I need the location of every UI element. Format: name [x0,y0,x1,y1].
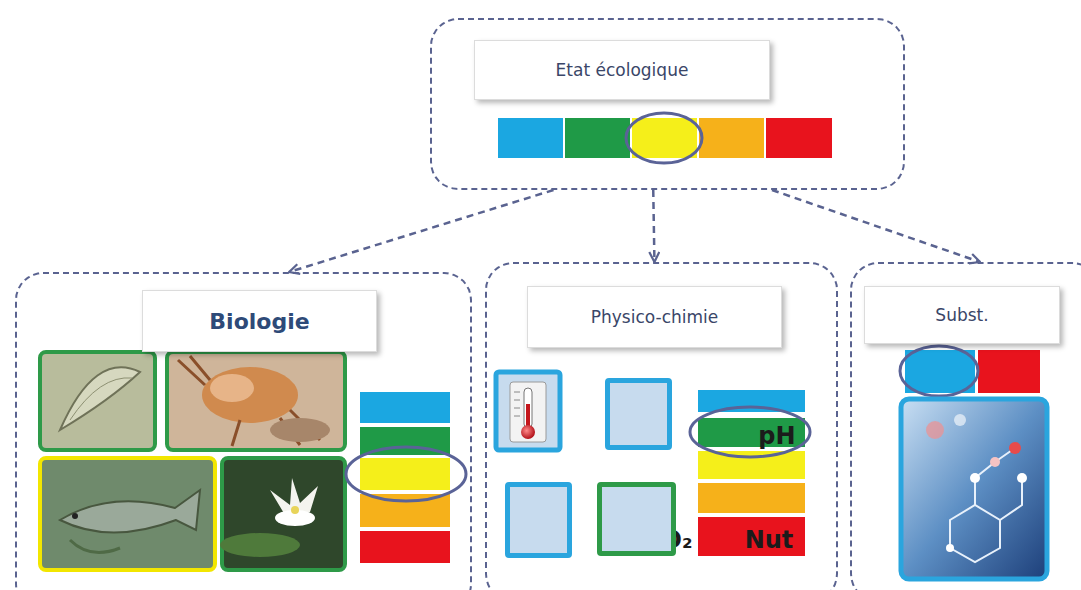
molecule-picture-part [990,457,1000,467]
status-color-bar [498,113,832,163]
physico-color-bar-part [698,451,805,479]
crustacean-photo-part [210,374,254,402]
thermometer-icon-part [510,382,546,442]
group-title: Biologie [142,290,377,352]
diatom-photo-part [70,378,132,420]
parameter-box: pH [605,378,672,450]
physico-color-bar-part [698,390,805,412]
status-color-bar-part [699,118,764,158]
parameter-label: pH [650,405,905,467]
fish-photo-part [60,490,200,533]
dashed-arrow [772,190,980,262]
substance-color-bar-part [900,346,978,396]
diatom-photo-part [40,352,155,450]
crustacean-photo [167,352,345,450]
water-lily-photo-part [220,533,300,557]
status-color-bar-part [565,118,630,158]
diatom-photo [40,352,155,450]
status-color-bar-part [498,118,563,158]
biology-group: Biologie [15,272,472,590]
biology-color-bar-part [360,458,450,490]
water-lily-photo-part [270,478,318,515]
group-title: Etat écologique [474,40,770,100]
dashed-arrow [653,190,654,262]
status-color-bar-part [626,113,702,163]
biology-color-bar-part [360,392,450,423]
group-title: Physico-chimie [527,286,782,348]
status-color-bar-part [632,118,697,158]
molecule-picture-part [950,448,1022,562]
substance-color-bar-part [978,350,1040,393]
biology-color-bar-part [360,494,450,527]
fish-photo [40,458,215,570]
water-lily-photo-part [291,506,299,514]
biology-color-bar-part [360,531,450,563]
thermometer-icon-part [496,372,560,450]
fish-photo-part [70,540,120,553]
status-group: Etat écologique [430,18,905,190]
group-title: Subst. [864,286,1060,344]
diatom-photo-part [60,367,140,430]
molecule-picture-part [946,544,954,552]
thermometer-icon-part [521,425,535,439]
molecule-picture-part [901,399,1047,579]
substance-color-bar [900,346,1040,396]
molecule-picture-part [1017,473,1027,483]
substance-color-bar-part [905,350,975,393]
parameter-label: Nut [642,509,897,571]
fish-photo-part [40,458,215,570]
thermometer-icon-part [514,392,520,416]
biology-color-bar-part [346,447,466,501]
crustacean-photo-part [202,367,298,423]
status-color-bar-part [766,118,832,158]
molecule-picture-part [1009,442,1021,454]
dashed-arrow [289,190,553,272]
fish-photo-part [72,513,78,519]
physico-chemistry-group: Physico-chimie pH O₂ Nut [485,262,838,590]
molecule-picture-part [970,473,980,483]
parameter-box: O₂ [505,482,572,558]
water-lily-photo [220,458,345,570]
crustacean-photo-part [270,418,330,442]
thermometer-icon [496,372,560,450]
crustacean-photo-part [167,352,345,450]
physico-color-bar-part [698,483,805,513]
molecule-picture-part [926,421,944,439]
biology-color-bar [346,392,466,563]
substances-group: Subst. [850,262,1081,590]
molecule-picture-part [954,414,966,426]
parameter-box: Nut [597,482,676,556]
molecule-picture [901,399,1047,579]
